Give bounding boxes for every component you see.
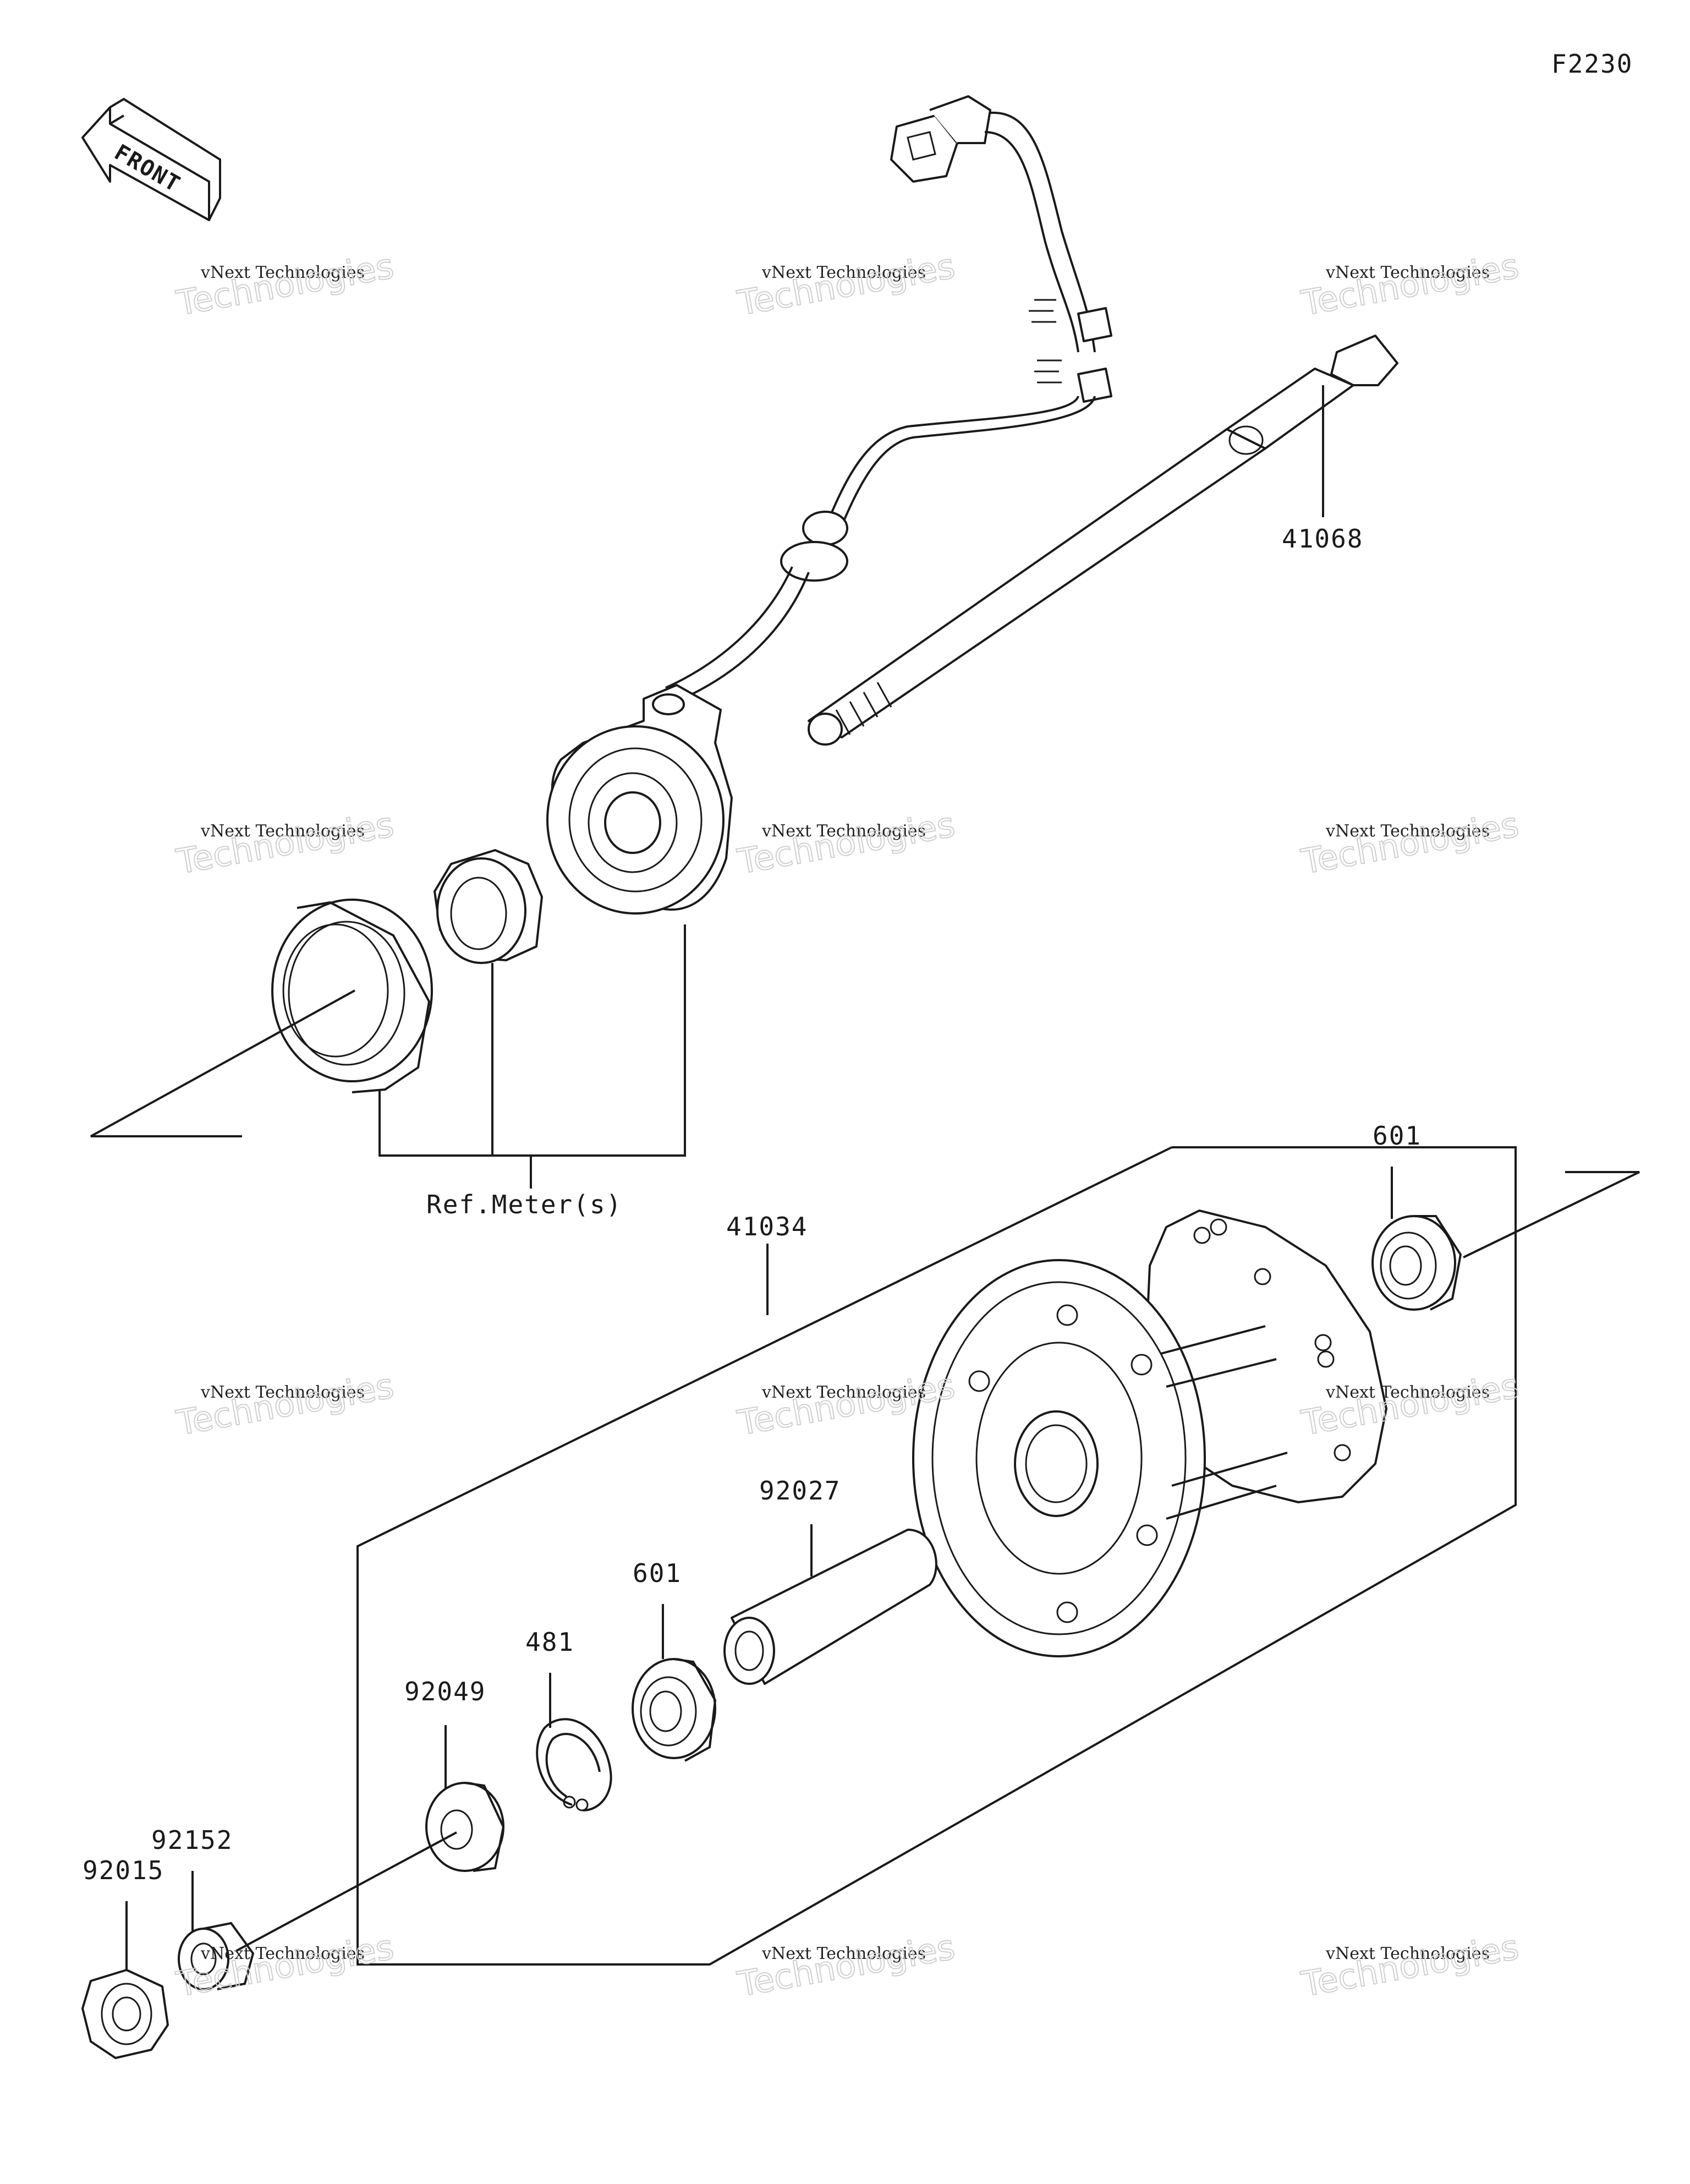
svg-text:Technologies: Technologies <box>173 245 397 323</box>
callout-92049: 92049 <box>404 1677 486 1706</box>
svg-text:Technologies: Technologies <box>1298 245 1522 323</box>
oil-seal <box>271 899 433 1093</box>
wheel-hub <box>912 1209 1387 1657</box>
svg-text:Technologies: Technologies <box>734 1926 958 2004</box>
meter-housing <box>546 684 733 915</box>
watermark-layer: vNext Technologies Technologies vNext Te… <box>173 245 1522 2005</box>
callout-41034: 41034 <box>726 1212 808 1241</box>
axle-nut <box>81 1969 169 2059</box>
collar-92152 <box>178 1922 255 1990</box>
bearing-left <box>632 1658 717 1762</box>
meter-cable <box>665 95 1112 700</box>
circlip <box>536 1718 612 1811</box>
page-code: F2230 <box>1551 49 1633 79</box>
watermark-text: vNext Technologies <box>1325 1383 1490 1402</box>
meter-gear <box>434 849 543 964</box>
watermark-text: vNext Technologies <box>200 1383 365 1402</box>
watermark-text: vNext Technologies <box>1325 263 1490 282</box>
callout-92015: 92015 <box>83 1855 164 1885</box>
watermark-text: vNext Technologies <box>200 263 365 282</box>
callout-92152: 92152 <box>151 1825 233 1855</box>
svg-text:Technologies: Technologies <box>734 804 958 882</box>
washer-92049 <box>425 1782 505 1872</box>
axle-centerline-upper <box>90 989 355 1137</box>
front-arrow-icon: FRONT <box>81 97 221 221</box>
spacer-collar <box>723 1529 937 1685</box>
svg-text:Technologies: Technologies <box>1298 804 1522 882</box>
callout-601-right: 601 <box>1373 1121 1422 1151</box>
watermark-text: vNext Technologies <box>200 822 365 841</box>
svg-text:Technologies: Technologies <box>173 804 397 882</box>
ref-meter-bracket <box>378 924 686 1157</box>
axle-centerline-lower <box>236 1831 457 1952</box>
watermark-text: vNext Technologies <box>761 822 926 841</box>
front-axle <box>808 335 1398 746</box>
watermark-text: vNext Technologies <box>200 1944 365 1963</box>
callout-481: 481 <box>525 1627 574 1657</box>
callout-ref-meter: Ref.Meter(s) <box>426 1190 622 1219</box>
svg-text:Technologies: Technologies <box>173 1365 397 1443</box>
watermark-text: vNext Technologies <box>1325 1944 1490 1963</box>
watermark-text: vNext Technologies <box>761 1944 926 1963</box>
callout-92027: 92027 <box>759 1476 841 1506</box>
watermark-text: vNext Technologies <box>1325 822 1490 841</box>
callout-601-left: 601 <box>633 1558 682 1588</box>
axle-centerline-right <box>1463 1171 1640 1258</box>
callout-41068: 41068 <box>1282 524 1363 554</box>
bearing-right <box>1371 1215 1462 1311</box>
svg-text:Technologies: Technologies <box>734 245 958 323</box>
watermark-text: vNext Technologies <box>761 1383 926 1402</box>
svg-text:Technologies: Technologies <box>1298 1926 1522 2004</box>
watermark-text: vNext Technologies <box>761 263 926 282</box>
